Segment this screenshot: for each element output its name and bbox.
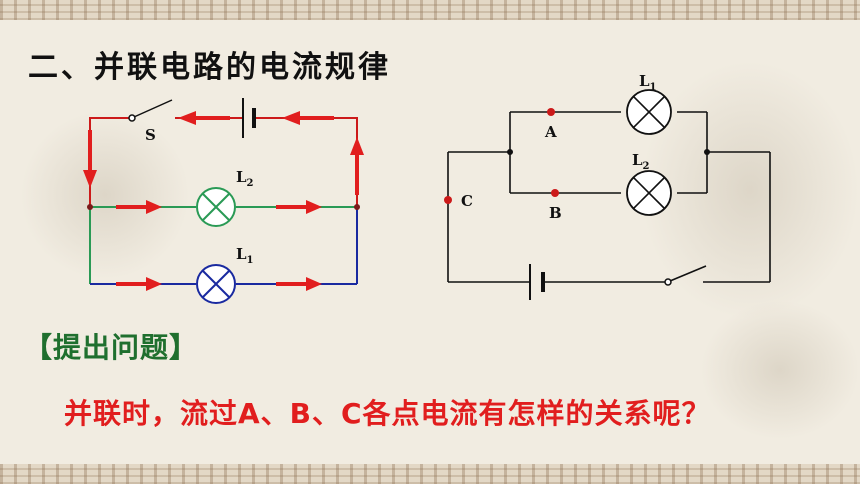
slide-title: 二、并联电路的电流规律 <box>28 50 391 85</box>
background-plum-branch <box>700 300 860 440</box>
right-junction <box>704 149 710 155</box>
bottom-decorative-border <box>0 464 860 484</box>
right-circuit-parts: L1 L2 A B C <box>444 72 710 300</box>
right-switch-lever <box>669 265 707 282</box>
left-wire-top-right <box>254 117 358 207</box>
top-decorative-border <box>0 0 860 20</box>
arrow-l2-left <box>116 200 162 214</box>
left-wire-left <box>89 117 130 207</box>
left-junction <box>87 204 93 210</box>
right-lamp-l2 <box>626 170 672 216</box>
left-lamp-l1 <box>196 264 236 304</box>
question-text: 并联时，流过A、B、C各点电流有怎样的关系呢？ <box>64 397 711 430</box>
arrow-l2-right <box>276 200 322 214</box>
right-lamp-l2-label: L2 <box>632 151 650 172</box>
left-junction <box>354 204 360 210</box>
point-c-dot <box>444 196 452 204</box>
point-a-dot <box>547 108 555 116</box>
left-lamp-l2-label: L2 <box>236 168 254 189</box>
left-circuit: S L2 L1 <box>83 98 364 304</box>
background-ink-wash <box>20 110 190 280</box>
arrow-right-up <box>350 137 364 195</box>
right-junction <box>507 149 513 155</box>
right-lamp-l1-label: L1 <box>639 72 657 93</box>
right-circuit <box>447 111 771 283</box>
right-lamp-l1 <box>626 89 672 135</box>
arrow-l1-right <box>276 277 322 291</box>
left-switch-lever <box>133 99 173 118</box>
arrow-top-right <box>282 111 334 125</box>
section-label: 【提出问题】 <box>24 331 199 364</box>
right-switch-contact <box>664 278 672 286</box>
point-a-label: A <box>544 123 557 141</box>
arrow-top-left <box>178 111 230 125</box>
arrow-l1-left <box>116 277 162 291</box>
arrow-left-down <box>83 130 97 188</box>
current-arrows <box>83 111 364 291</box>
point-c-label: C <box>461 192 473 210</box>
left-switch-label: S <box>145 126 156 144</box>
point-b-dot <box>551 189 559 197</box>
background-ink-wash <box>640 60 860 320</box>
left-lamp-l1-label: L1 <box>236 245 254 266</box>
left-switch-contact <box>128 114 136 122</box>
left-lamp-l2 <box>196 187 236 227</box>
point-b-label: B <box>549 204 562 222</box>
